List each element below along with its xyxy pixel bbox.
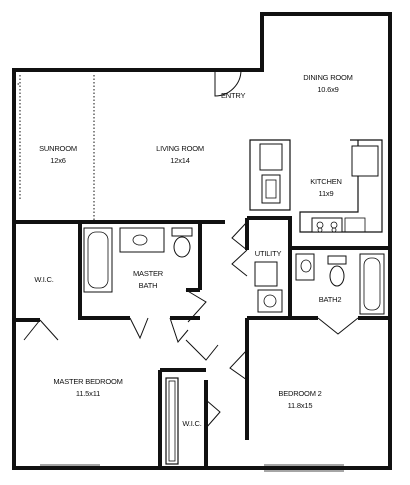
windows [40, 464, 344, 472]
sink-counter-icon [119, 227, 165, 253]
water-heater-icon [254, 261, 278, 287]
master-bath-fixtures [83, 227, 193, 293]
bathtub-icon [83, 227, 113, 293]
kitchen-size: 11x9 [319, 189, 334, 198]
wic1-label: W.I.C. [34, 275, 53, 284]
toilet-icon [173, 236, 191, 258]
master-bedroom-label: MASTER BEDROOM [53, 377, 122, 386]
master-bath-door [129, 317, 149, 340]
sunroom-size: 12x6 [50, 156, 65, 165]
wic2-label: W.I.C. [182, 419, 201, 428]
master-bath-label-line2: BATH [139, 281, 158, 290]
exterior-walls [12, 12, 392, 470]
kitchen-fixtures [249, 139, 383, 233]
bedroom2-label: BEDROOM 2 [278, 389, 321, 398]
toilet-tank-icon [171, 227, 193, 237]
sink-icon [351, 145, 379, 177]
toilet-icon [329, 265, 345, 287]
sunroom-windows [14, 75, 95, 220]
dining-room-label: DINING ROOM [303, 73, 352, 82]
bath2-fixtures [295, 253, 385, 315]
entry-door [214, 69, 242, 97]
utility-fixtures [254, 261, 283, 313]
vanity-icon [295, 253, 315, 281]
entry-label: ENTRY [221, 91, 245, 100]
range-icon [311, 217, 343, 233]
bedroom2-size: 11.8x15 [288, 401, 313, 410]
living-room-size: 12x14 [170, 156, 189, 165]
room-labels: ENTRY DINING ROOM 10.6x9 SUNROOM 12x6 LI… [34, 73, 353, 428]
refrigerator-icon [259, 143, 283, 171]
utility-label: UTILITY [255, 249, 282, 258]
doors [23, 69, 359, 429]
bath2-door [317, 317, 359, 335]
toilet-tank-icon [327, 255, 347, 265]
master-bedroom-size: 11.5x11 [76, 389, 100, 398]
wic2-shelf [165, 377, 179, 465]
counter-icon [261, 174, 281, 204]
washer-icon [257, 289, 283, 313]
sink-icon [132, 234, 148, 246]
kitchen-label: KITCHEN [310, 177, 342, 186]
sunroom-label: SUNROOM [39, 144, 77, 153]
living-room-label: LIVING ROOM [156, 144, 204, 153]
bath2-label: BATH2 [319, 295, 342, 304]
interior-walls [14, 216, 390, 468]
dining-room-size: 10.6x9 [317, 85, 338, 94]
master-bath-label-line1: MASTER [133, 269, 164, 278]
